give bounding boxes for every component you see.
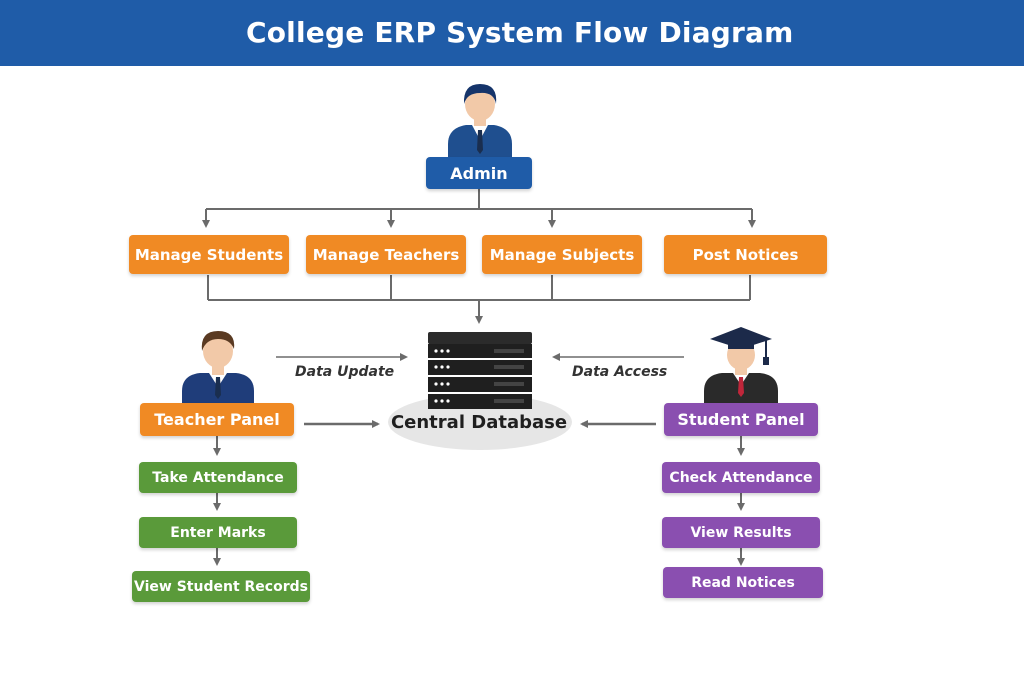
- admin-box: Admin: [426, 157, 532, 189]
- manage-subjects-label: Manage Subjects: [489, 245, 635, 264]
- post-notices-label: Post Notices: [692, 245, 799, 264]
- post-notices-box: Post Notices: [664, 235, 827, 274]
- admin-label: Admin: [450, 163, 508, 183]
- teacher-panel-label: Teacher Panel: [154, 410, 280, 429]
- view-results-box: View Results: [662, 517, 820, 548]
- check-attendance-box: Check Attendance: [662, 462, 820, 493]
- title-bar: College ERP System Flow Diagram: [0, 0, 1024, 66]
- read-notices-box: Read Notices: [663, 567, 823, 598]
- server-stack-icon: [388, 332, 572, 450]
- take-attendance-label: Take Attendance: [152, 469, 284, 486]
- page-title: College ERP System Flow Diagram: [246, 16, 794, 49]
- student-graduate-icon: [704, 327, 778, 403]
- manage-subjects-box: Manage Subjects: [482, 235, 642, 274]
- view-student-records-box: View Student Records: [132, 571, 310, 602]
- manage-teachers-label: Manage Teachers: [312, 245, 460, 264]
- admin-person-icon: [448, 84, 512, 158]
- data-access-label: Data Access: [572, 364, 668, 380]
- student-panel-label: Student Panel: [677, 410, 805, 429]
- take-attendance-box: Take Attendance: [139, 462, 297, 493]
- enter-marks-label: Enter Marks: [170, 524, 266, 541]
- student-panel-box: Student Panel: [664, 403, 818, 436]
- enter-marks-box: Enter Marks: [139, 517, 297, 548]
- view-results-label: View Results: [690, 524, 792, 541]
- view-student-records-label: View Student Records: [134, 578, 308, 595]
- manage-students-label: Manage Students: [134, 245, 284, 264]
- central-database-label: Central Database: [390, 412, 568, 433]
- manage-students-box: Manage Students: [129, 235, 289, 274]
- check-attendance-label: Check Attendance: [669, 469, 813, 486]
- manage-teachers-box: Manage Teachers: [306, 235, 466, 274]
- teacher-person-icon: [182, 331, 254, 403]
- data-update-label: Data Update: [295, 364, 395, 380]
- teacher-panel-box: Teacher Panel: [140, 403, 294, 436]
- read-notices-label: Read Notices: [691, 574, 795, 591]
